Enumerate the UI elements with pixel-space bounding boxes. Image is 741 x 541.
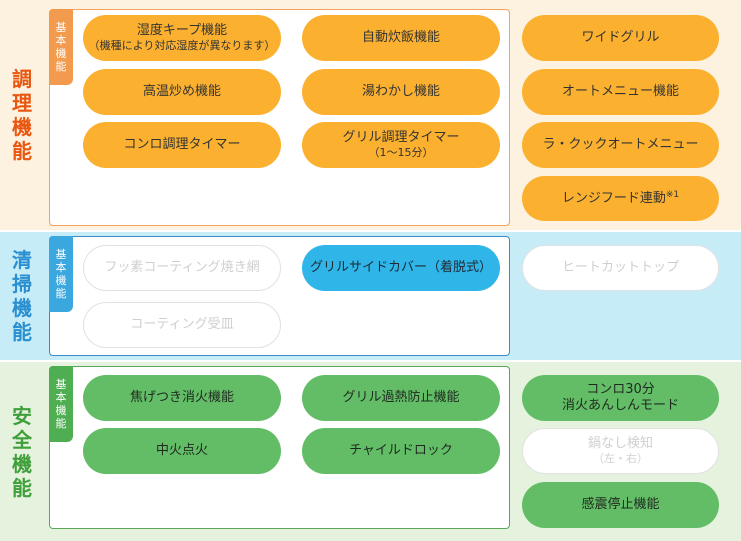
feature-water-boil: 湯わかし機能 xyxy=(302,69,500,115)
feature-label: グリル調理タイマー xyxy=(342,130,460,145)
feature-sub-label: （左・右） xyxy=(593,452,648,465)
feature-label: フッ素コーティング焼き網 xyxy=(104,260,260,275)
feature-label-line2: 消火あんしんモード xyxy=(561,398,679,413)
cleaning-basic-tag: 基本機能 xyxy=(49,236,73,312)
feature-label: 湯わかし機能 xyxy=(361,84,440,99)
cleaning-category-title: 清掃機能 xyxy=(12,248,32,344)
feature-label: オートメニュー機能 xyxy=(561,84,679,99)
feature-fluorine-grill-net: フッ素コーティング焼き網 xyxy=(83,245,281,291)
feature-sub-label: （1〜15分） xyxy=(368,146,434,159)
feature-label: グリル過熱防止機能 xyxy=(342,390,460,405)
cooking-basic-tag: 基本機能 xyxy=(49,9,73,85)
feature-high-temp-stirfry: 高温炒め機能 xyxy=(83,69,281,115)
feature-label: ワイドグリル xyxy=(581,30,660,45)
feature-no-pot-detection: 鍋なし検知 （左・右） xyxy=(522,428,719,474)
feature-earthquake-stop: 感震停止機能 xyxy=(522,482,719,528)
feature-label: 鍋なし検知 xyxy=(587,436,653,451)
feature-medium-flame-ignition: 中火点火 xyxy=(83,428,281,474)
feature-label: 湿度キープ機能 xyxy=(136,23,228,38)
feature-label: レンジフード連動※1 xyxy=(561,189,680,207)
feature-label: ヒートカットトップ xyxy=(561,260,679,275)
feature-label: 焦げつき消火機能 xyxy=(129,390,234,405)
feature-label: 高温炒め機能 xyxy=(142,84,221,99)
feature-grill-timer: グリル調理タイマー （1〜15分） xyxy=(302,122,500,168)
feature-label: 自動炊飯機能 xyxy=(361,30,440,45)
feature-label: チャイルドロック xyxy=(349,443,453,458)
safety-basic-tag: 基本機能 xyxy=(49,366,73,442)
feature-humidity-keep: 湿度キープ機能 （機種により対応湿度が異なります） xyxy=(83,15,281,61)
feature-sub-label: （機種により対応湿度が異なります） xyxy=(88,39,276,52)
feature-range-hood-link: レンジフード連動※1 xyxy=(522,176,719,221)
feature-heat-cut-top: ヒートカットトップ xyxy=(522,245,719,291)
cooking-category-title: 調理機能 xyxy=(12,67,32,163)
feature-label: コンロ調理タイマー xyxy=(123,137,241,152)
feature-grill-overheat-prevention: グリル過熱防止機能 xyxy=(302,375,500,421)
feature-auto-menu: オートメニュー機能 xyxy=(522,69,719,115)
feature-label: コンロ30分 xyxy=(586,382,655,397)
feature-grill-side-cover: グリルサイドカバー（着脱式） xyxy=(302,245,500,291)
feature-label: 感震停止機能 xyxy=(581,497,660,512)
feature-stove-timer: コンロ調理タイマー xyxy=(83,122,281,168)
feature-la-cook-auto-menu: ラ・クックオートメニュー xyxy=(522,122,719,168)
feature-child-lock: チャイルドロック xyxy=(302,428,500,474)
feature-label: 中火点火 xyxy=(155,443,208,458)
footnote-mark: ※1 xyxy=(665,189,680,200)
feature-30min-safety-mode: コンロ30分 消火あんしんモード xyxy=(522,375,719,421)
feature-wide-grill: ワイドグリル xyxy=(522,15,719,61)
feature-label: コーティング受皿 xyxy=(130,317,234,332)
feature-label-text: レンジフード連動 xyxy=(561,190,666,206)
safety-category-title: 安全機能 xyxy=(12,404,32,500)
feature-coated-drip-tray: コーティング受皿 xyxy=(83,302,281,348)
feature-scorch-extinguish: 焦げつき消火機能 xyxy=(83,375,281,421)
feature-auto-rice: 自動炊飯機能 xyxy=(302,15,500,61)
feature-label: ラ・クックオートメニュー xyxy=(542,137,699,152)
feature-label: グリルサイドカバー（着脱式） xyxy=(309,260,492,275)
